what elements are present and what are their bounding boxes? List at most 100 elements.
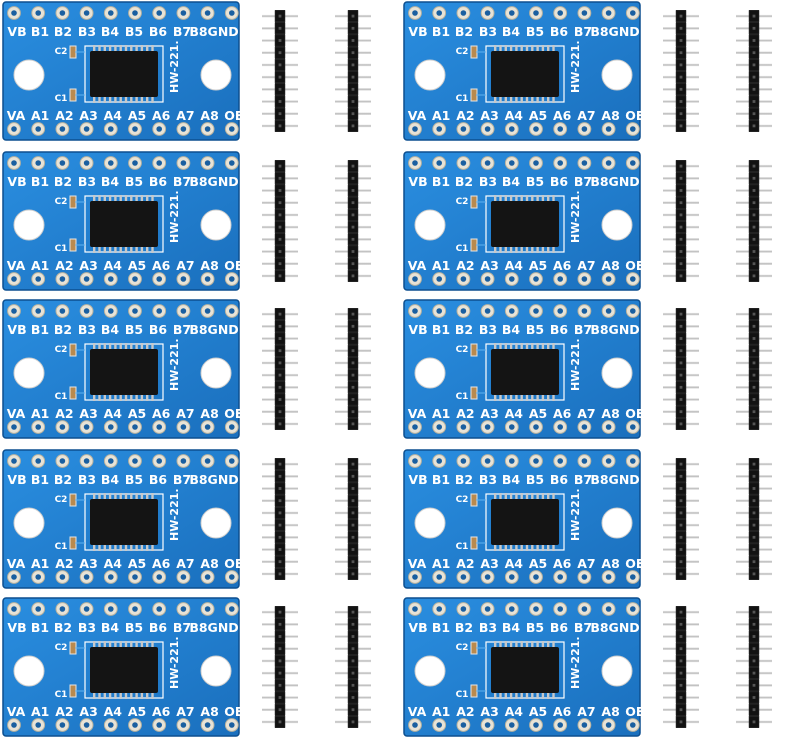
pad-hole [108, 276, 114, 282]
header-pin-end [679, 535, 683, 539]
chip-pin [114, 246, 117, 253]
pad-hole [11, 160, 17, 166]
chip-pin [135, 394, 138, 401]
chip-pin [520, 641, 523, 648]
chip-pin [509, 96, 513, 103]
pad-hole [412, 424, 418, 430]
pad-hole [180, 574, 187, 580]
pin-label-top: VB [7, 472, 26, 487]
pin-label-bottom: A6 [553, 556, 572, 571]
pad-hole [204, 10, 211, 16]
header-pin-end [351, 189, 355, 192]
pin-label-bottom: A6 [152, 704, 171, 719]
model-label: HW-221. [168, 636, 181, 689]
mounting-hole [13, 507, 45, 539]
chip-pin [499, 394, 502, 401]
chip-pin [552, 96, 555, 103]
header-pin-end [752, 720, 756, 724]
pad-hole [533, 722, 539, 728]
pad-hole [204, 458, 211, 464]
pin-label-top: B1 [31, 472, 49, 487]
pad-hole [35, 458, 41, 464]
header-pin-end [351, 26, 355, 30]
pin-label-bottom: A4 [104, 406, 123, 421]
pin-label-bottom: A2 [456, 556, 474, 571]
header-pin-end [752, 100, 756, 103]
chip-pin [140, 394, 144, 401]
pin-label-top: B3 [78, 174, 96, 189]
header-pin-end [351, 708, 355, 712]
pin-label-top: B7 [574, 322, 592, 337]
ic-chip [90, 51, 158, 97]
pad-hole [630, 722, 636, 728]
header-pin-end [679, 373, 683, 377]
pin-label-bottom: OE [224, 406, 243, 421]
header-pin-end [679, 511, 683, 515]
pad-hole [83, 160, 90, 166]
cap-label-c1: C1 [456, 244, 469, 254]
pad-hole [108, 574, 114, 580]
cap-label-c1: C1 [456, 690, 469, 700]
ic-chip [90, 499, 158, 545]
header-pin-end [351, 100, 355, 103]
chip-pin [531, 641, 534, 648]
mounting-hole [414, 59, 446, 91]
header-pin-end [679, 337, 683, 340]
header-pin-end [351, 124, 355, 128]
chip-pin [93, 493, 96, 500]
header-pin-end [752, 337, 756, 340]
pad-hole [630, 606, 636, 612]
header-pin-end [351, 683, 355, 687]
pad-hole [460, 424, 467, 430]
pin-label-top: B3 [479, 620, 497, 635]
header-pin-end [679, 635, 683, 638]
header-plastic [348, 458, 358, 580]
pin-label-top: VB [7, 174, 26, 189]
chip-pin [520, 96, 523, 103]
cap-label-c2: C2 [55, 643, 68, 653]
header-pin-end [679, 683, 683, 687]
header-pin-end [679, 176, 683, 180]
cap-label-c2: C2 [456, 345, 469, 355]
pin-label-top: B1 [432, 174, 450, 189]
header-plastic [749, 458, 759, 580]
header-pin-end [278, 474, 282, 478]
pin-label-top: B6 [550, 174, 569, 189]
chip-pin [103, 493, 106, 500]
pad-hole [630, 574, 636, 580]
pad-hole [204, 276, 211, 282]
pad-hole [229, 606, 235, 612]
header-pin-end [278, 410, 282, 414]
pad-hole [35, 126, 41, 132]
ic-chip [491, 349, 559, 395]
header-pin-end [278, 250, 282, 253]
chip-pin [114, 394, 117, 401]
pad-hole [509, 308, 515, 314]
pad-hole [436, 458, 442, 464]
model-label: HW-221. [168, 488, 181, 541]
header-pin-end [278, 671, 282, 675]
pin-label-top: B5 [526, 472, 544, 487]
chip-pin [515, 343, 518, 350]
header-pin-end [351, 14, 355, 18]
pin-label-top: B1 [31, 322, 49, 337]
header-plastic [275, 308, 285, 430]
ic-chip [90, 647, 158, 693]
pin-label-top: B7 [574, 174, 592, 189]
chip-pin [499, 544, 502, 551]
chip-outline [84, 641, 164, 699]
pin-label-bottom: A5 [128, 406, 146, 421]
cap-label-c2: C2 [456, 47, 469, 57]
mounting-hole [601, 655, 633, 687]
pin-label-bottom: A3 [79, 108, 97, 123]
chip-outline [84, 493, 164, 551]
mounting-hole [414, 357, 446, 389]
chip-pin [536, 246, 539, 253]
pad-hole [83, 574, 90, 580]
pin-label-bottom: A2 [456, 704, 474, 719]
pad-hole [180, 126, 187, 132]
chip-pin [151, 493, 154, 500]
header-pin-end [679, 100, 683, 103]
header-pin-end [679, 659, 683, 663]
